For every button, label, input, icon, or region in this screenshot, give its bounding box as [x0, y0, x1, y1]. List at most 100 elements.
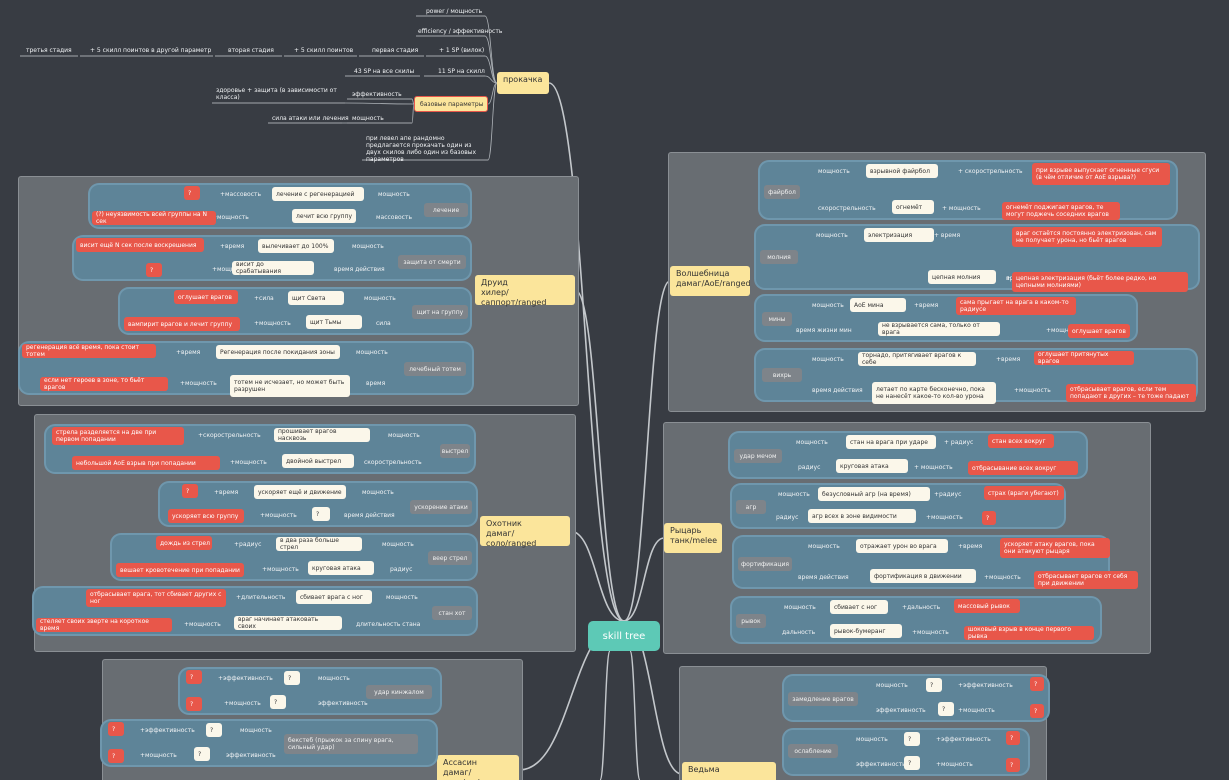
skill-name-totem[interactable]: лечебный тотем: [404, 362, 466, 376]
final-upgrade-node[interactable]: ?: [1006, 731, 1020, 745]
class-node-sorceress[interactable]: Волшебница дамаг/AoE/ranged: [670, 266, 751, 296]
final-upgrade-node[interactable]: ?: [1030, 704, 1044, 718]
final-upgrade-node[interactable]: огнемёт поджигает врагов, те могут подже…: [1002, 202, 1120, 220]
final-upgrade-node[interactable]: ускоряет всю группу: [168, 509, 244, 523]
final-upgrade-node[interactable]: ?: [186, 697, 202, 711]
node-progression[interactable]: прокачка: [497, 72, 549, 94]
final-upgrade-node[interactable]: ?: [146, 263, 162, 277]
upgrade-node[interactable]: круговая атака: [836, 459, 908, 473]
class-node-assassin[interactable]: Ассасин дамаг/соло/melee: [437, 755, 519, 780]
skill-name-heal[interactable]: лечение: [424, 203, 468, 217]
upgrade-node[interactable]: враг начинает атаковать своих: [234, 616, 342, 630]
final-upgrade-node[interactable]: если нет героев в зоне, то бьёт врагов: [40, 377, 168, 391]
final-upgrade-node[interactable]: ускоряет атаку врагов, пока они атакуют …: [1000, 538, 1110, 558]
upgrade-node[interactable]: лечение с регенерацией: [272, 187, 364, 201]
final-upgrade-node[interactable]: шоковый взрыв в конце первого рывка: [964, 626, 1094, 640]
class-node-druid[interactable]: Друид хилер/саппорт/ranged: [475, 275, 575, 307]
final-upgrade-node[interactable]: страх (враги убегают): [984, 486, 1064, 500]
final-upgrade-node[interactable]: (?) неуязвимость всей группы на N сек: [92, 211, 216, 225]
upgrade-node[interactable]: ?: [938, 702, 954, 716]
upgrade-node[interactable]: ?: [270, 695, 286, 709]
final-upgrade-node[interactable]: оглушает врагов: [174, 290, 238, 304]
final-upgrade-node[interactable]: отбрасывает врага, тот сбивает других с …: [86, 589, 226, 607]
upgrade-node[interactable]: взрывной файрбол: [866, 164, 938, 178]
final-upgrade-node[interactable]: стрела разделяется на две при первом поп…: [52, 427, 184, 445]
upgrade-node[interactable]: вылечивает до 100%: [258, 239, 334, 253]
node-base-params[interactable]: базовые параметры: [414, 96, 488, 112]
final-upgrade-node[interactable]: отбрасывает врагов от себя при движении: [1034, 571, 1138, 589]
final-upgrade-node[interactable]: при взрыве выпускает огненные сгуси (в ч…: [1032, 163, 1170, 185]
upgrade-node[interactable]: агр всех в зоне видимости: [808, 509, 916, 523]
skill-name-whirl[interactable]: вихрь: [762, 368, 802, 382]
upgrade-node[interactable]: торнадо, притягивает врагов к себе: [858, 352, 976, 366]
root-node-skill-tree[interactable]: skill tree: [588, 621, 660, 651]
skill-name-weaken[interactable]: ослабление: [788, 744, 838, 758]
skill-name-fort[interactable]: фортификация: [738, 557, 792, 571]
skill-name-aggro[interactable]: агр: [736, 500, 766, 514]
upgrade-node[interactable]: ?: [904, 732, 920, 746]
upgrade-node[interactable]: тотем не исчезает, но может быть разруше…: [230, 375, 350, 397]
upgrade-node[interactable]: ускоряет ещё и движение: [254, 485, 346, 499]
skill-name-volley[interactable]: веер стрел: [428, 551, 472, 565]
upgrade-node[interactable]: двойной выстрел: [282, 454, 354, 468]
final-upgrade-node[interactable]: вампирит врагов и лечит группу: [124, 317, 240, 331]
upgrade-node[interactable]: не взрывается сама, только от врага: [878, 322, 1000, 336]
upgrade-node[interactable]: отражает урон во врага: [856, 539, 948, 553]
skill-name-shot[interactable]: выстрел: [440, 444, 470, 458]
skill-name-death[interactable]: защита от смерти: [398, 255, 466, 269]
final-upgrade-node[interactable]: висит ещё N сек после воскрешения: [76, 238, 204, 252]
upgrade-node[interactable]: цепная молния: [928, 270, 996, 284]
final-upgrade-node[interactable]: ?: [108, 722, 124, 736]
final-upgrade-node[interactable]: ?: [982, 511, 996, 525]
upgrade-node[interactable]: электризация: [864, 228, 934, 242]
upgrade-node[interactable]: стан на врага при ударе: [846, 435, 936, 449]
upgrade-node[interactable]: сбивает с ног: [830, 600, 888, 614]
upgrade-node[interactable]: АоЕ мина: [850, 298, 906, 312]
final-upgrade-node[interactable]: небольшой АоЕ взрыв при попадании: [72, 456, 220, 470]
final-upgrade-node[interactable]: регенерация всё время, пока стоит тотем: [22, 344, 156, 358]
skill-name-fireball[interactable]: файрбол: [764, 185, 800, 199]
class-node-witch[interactable]: Ведьма: [682, 762, 776, 780]
skill-name-dash[interactable]: рывок: [736, 614, 766, 628]
upgrade-node[interactable]: ?: [284, 671, 300, 685]
skill-name-backstab[interactable]: бекстеб (прыжок за спину врага, сильный …: [284, 734, 418, 754]
upgrade-node[interactable]: щит Света: [288, 291, 344, 305]
upgrade-node[interactable]: сбивает врага с ног: [296, 590, 372, 604]
upgrade-node[interactable]: круговая атака: [308, 561, 374, 575]
upgrade-node[interactable]: ?: [206, 723, 222, 737]
upgrade-node[interactable]: щит Тьмы: [306, 315, 362, 329]
upgrade-node[interactable]: ?: [312, 507, 330, 521]
final-upgrade-node[interactable]: массовый рывок: [954, 599, 1020, 613]
final-upgrade-node[interactable]: враг остаётся постоянно электризован, са…: [1012, 227, 1162, 247]
final-upgrade-node[interactable]: ?: [182, 484, 198, 498]
skill-name-shield[interactable]: щит на группу: [412, 305, 468, 319]
upgrade-node[interactable]: рывок-бумеранг: [830, 624, 902, 638]
final-upgrade-node[interactable]: отбрасывание всех вокруг: [968, 461, 1078, 475]
upgrade-node[interactable]: лечит всю группу: [292, 209, 356, 223]
upgrade-node[interactable]: летает по карте бесконечно, пока не нане…: [872, 382, 996, 404]
final-upgrade-node[interactable]: стан всех вокруг: [988, 434, 1054, 448]
skill-name-stun[interactable]: стан хот: [432, 606, 472, 620]
final-upgrade-node[interactable]: ?: [184, 186, 200, 200]
final-upgrade-node[interactable]: стеляет своих зверте на короткое время: [36, 618, 172, 632]
skill-name-slow[interactable]: замедление врагов: [788, 692, 858, 706]
class-node-knight[interactable]: Рыцарь танк/melee: [664, 523, 722, 553]
final-upgrade-node[interactable]: ?: [186, 670, 202, 684]
final-upgrade-node[interactable]: отбрасывает врагов, если тем попадают в …: [1066, 384, 1196, 402]
final-upgrade-node[interactable]: дождь из стрел: [156, 536, 212, 550]
upgrade-node[interactable]: висит до срабатывания: [232, 261, 314, 275]
final-upgrade-node[interactable]: ?: [1030, 677, 1044, 691]
final-upgrade-node[interactable]: оглушает притянутых врагов: [1034, 351, 1134, 365]
skill-name-lightning[interactable]: молния: [760, 250, 798, 264]
upgrade-node[interactable]: в два раза больше стрел: [276, 537, 362, 551]
upgrade-node[interactable]: огнемёт: [892, 200, 934, 214]
upgrade-node[interactable]: прошивает врагов насквозь: [274, 428, 370, 442]
skill-name-mines[interactable]: мины: [762, 312, 792, 326]
final-upgrade-node[interactable]: ?: [108, 749, 124, 763]
upgrade-node[interactable]: Регенерация после покидания зоны: [216, 345, 340, 359]
skill-name-sword[interactable]: удар мечом: [734, 449, 782, 463]
final-upgrade-node[interactable]: ?: [1006, 758, 1020, 772]
final-upgrade-node[interactable]: вешает кровотечение при попадании: [116, 563, 244, 577]
skill-name-dagger[interactable]: удар кинжалом: [366, 685, 432, 699]
upgrade-node[interactable]: ?: [194, 747, 210, 761]
